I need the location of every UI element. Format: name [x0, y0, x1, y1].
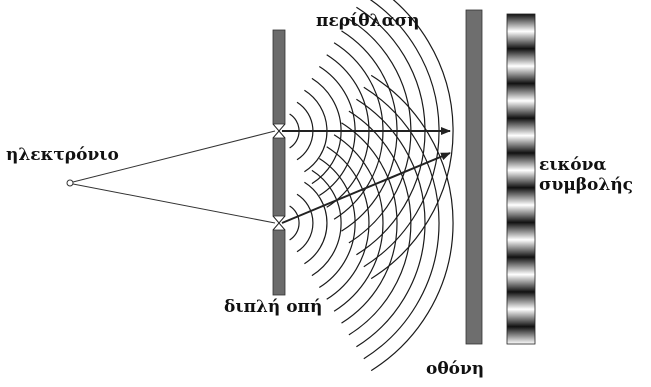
electron-label: ηλεκτρόνιο: [6, 145, 119, 165]
arrow-lower-diagonal: [281, 152, 451, 224]
double-slit-barrier: [272, 29, 286, 296]
electron-source: [66, 179, 74, 187]
interference-pattern: [506, 13, 536, 345]
wave-arc: [311, 169, 342, 277]
wave-arc: [304, 181, 328, 265]
screen-label: οθόνη: [426, 359, 485, 379]
interference-pattern-label-line2: συμβολής: [539, 174, 634, 195]
wave-arc: [296, 193, 314, 253]
wave-arc: [341, 122, 398, 324]
ray-to-lower-slit: [72, 183, 276, 224]
wave-arc: [326, 146, 370, 300]
interference-pattern-label-line1: εικόνα: [539, 155, 607, 175]
wave-arc: [289, 205, 300, 241]
detection-screen: [465, 9, 483, 345]
interference-pattern-label: εικόνα συμβολής: [539, 155, 634, 195]
wave-arc: [333, 134, 384, 312]
ray-to-upper-slit: [72, 130, 276, 183]
diffraction-waves-upper: [289, 0, 454, 280]
wave-arc: [370, 74, 454, 372]
wave-arc: [318, 157, 356, 289]
wave-arc: [348, 110, 412, 336]
diffraction-label: περίθλαση: [316, 11, 420, 31]
wave-arc: [370, 0, 454, 280]
double-slit-label: διπλή οπή: [224, 297, 323, 317]
wave-arc: [356, 98, 426, 348]
wave-arc: [363, 86, 440, 360]
diffraction-waves-lower: [289, 74, 454, 372]
